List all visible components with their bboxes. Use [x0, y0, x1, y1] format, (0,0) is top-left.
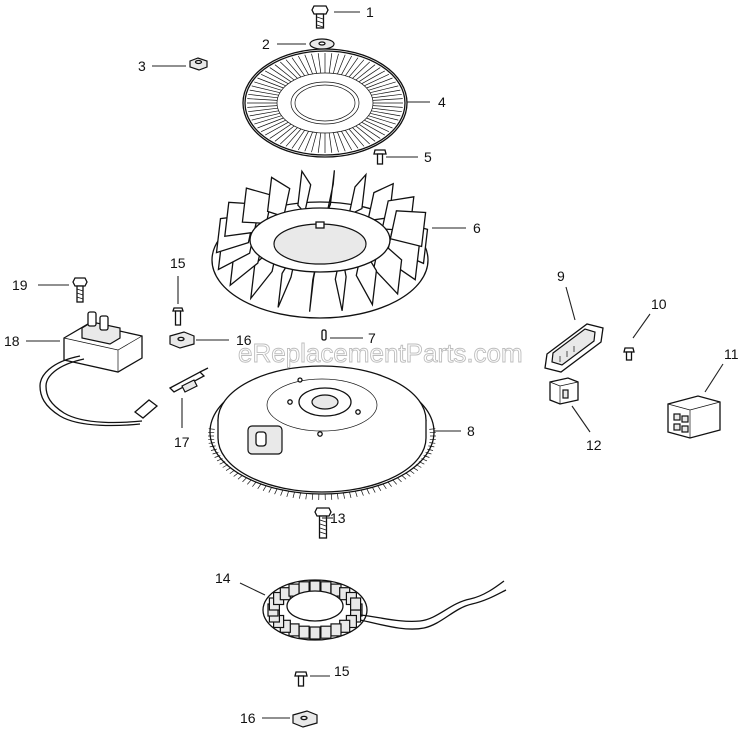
- part-9-rectifier-regulator: [544, 286, 604, 373]
- part-4-grass-screen: [242, 48, 430, 158]
- part-16-clip-lower: [262, 710, 318, 728]
- callout-2: 2: [262, 36, 270, 52]
- callout-7: 7: [368, 330, 376, 346]
- callout-4: 4: [438, 94, 446, 110]
- part-5-screw: [373, 149, 418, 165]
- part-2-washer: [277, 38, 335, 50]
- part-8-flywheel: [208, 365, 461, 501]
- part-18-ignition-module: [26, 311, 159, 427]
- part-12-plug: [549, 377, 591, 433]
- callout-6: 6: [473, 220, 481, 236]
- callout-17: 17: [174, 434, 190, 450]
- watermark: eReplacementParts.com: [238, 338, 523, 368]
- callout-19: 19: [12, 277, 28, 293]
- callout-10: 10: [651, 296, 667, 312]
- callout-9: 9: [557, 268, 565, 284]
- callout-14: 14: [215, 570, 231, 586]
- part-17-spark-plug: [168, 367, 209, 428]
- callout-12: 12: [586, 437, 602, 453]
- callout-15-upper: 15: [170, 255, 186, 271]
- callout-1: 1: [366, 4, 374, 20]
- part-10-screw: [623, 313, 651, 361]
- part-15-screw-lower: [294, 671, 330, 687]
- callout-5: 5: [424, 149, 432, 165]
- part-15-screw-upper: [172, 276, 184, 326]
- part-3-nut: [152, 57, 208, 71]
- part-16-clip-upper: [169, 331, 229, 349]
- part-14-stator: [239, 579, 507, 641]
- part-6-flywheel-fan: [211, 169, 466, 319]
- callout-8: 8: [467, 423, 475, 439]
- part-7-key: [321, 329, 363, 341]
- part-11-connector: [667, 363, 724, 439]
- callout-13: 13: [330, 510, 346, 526]
- callout-16-lower: 16: [240, 710, 256, 726]
- part-19-bolt: [38, 277, 88, 303]
- callout-15-lower: 15: [334, 663, 350, 679]
- callout-11: 11: [724, 346, 739, 362]
- callout-18: 18: [4, 333, 20, 349]
- callout-3: 3: [138, 58, 146, 74]
- part-1-bolt: [311, 5, 360, 29]
- callout-16-upper: 16: [236, 332, 252, 348]
- part-13-bolt: [314, 507, 333, 539]
